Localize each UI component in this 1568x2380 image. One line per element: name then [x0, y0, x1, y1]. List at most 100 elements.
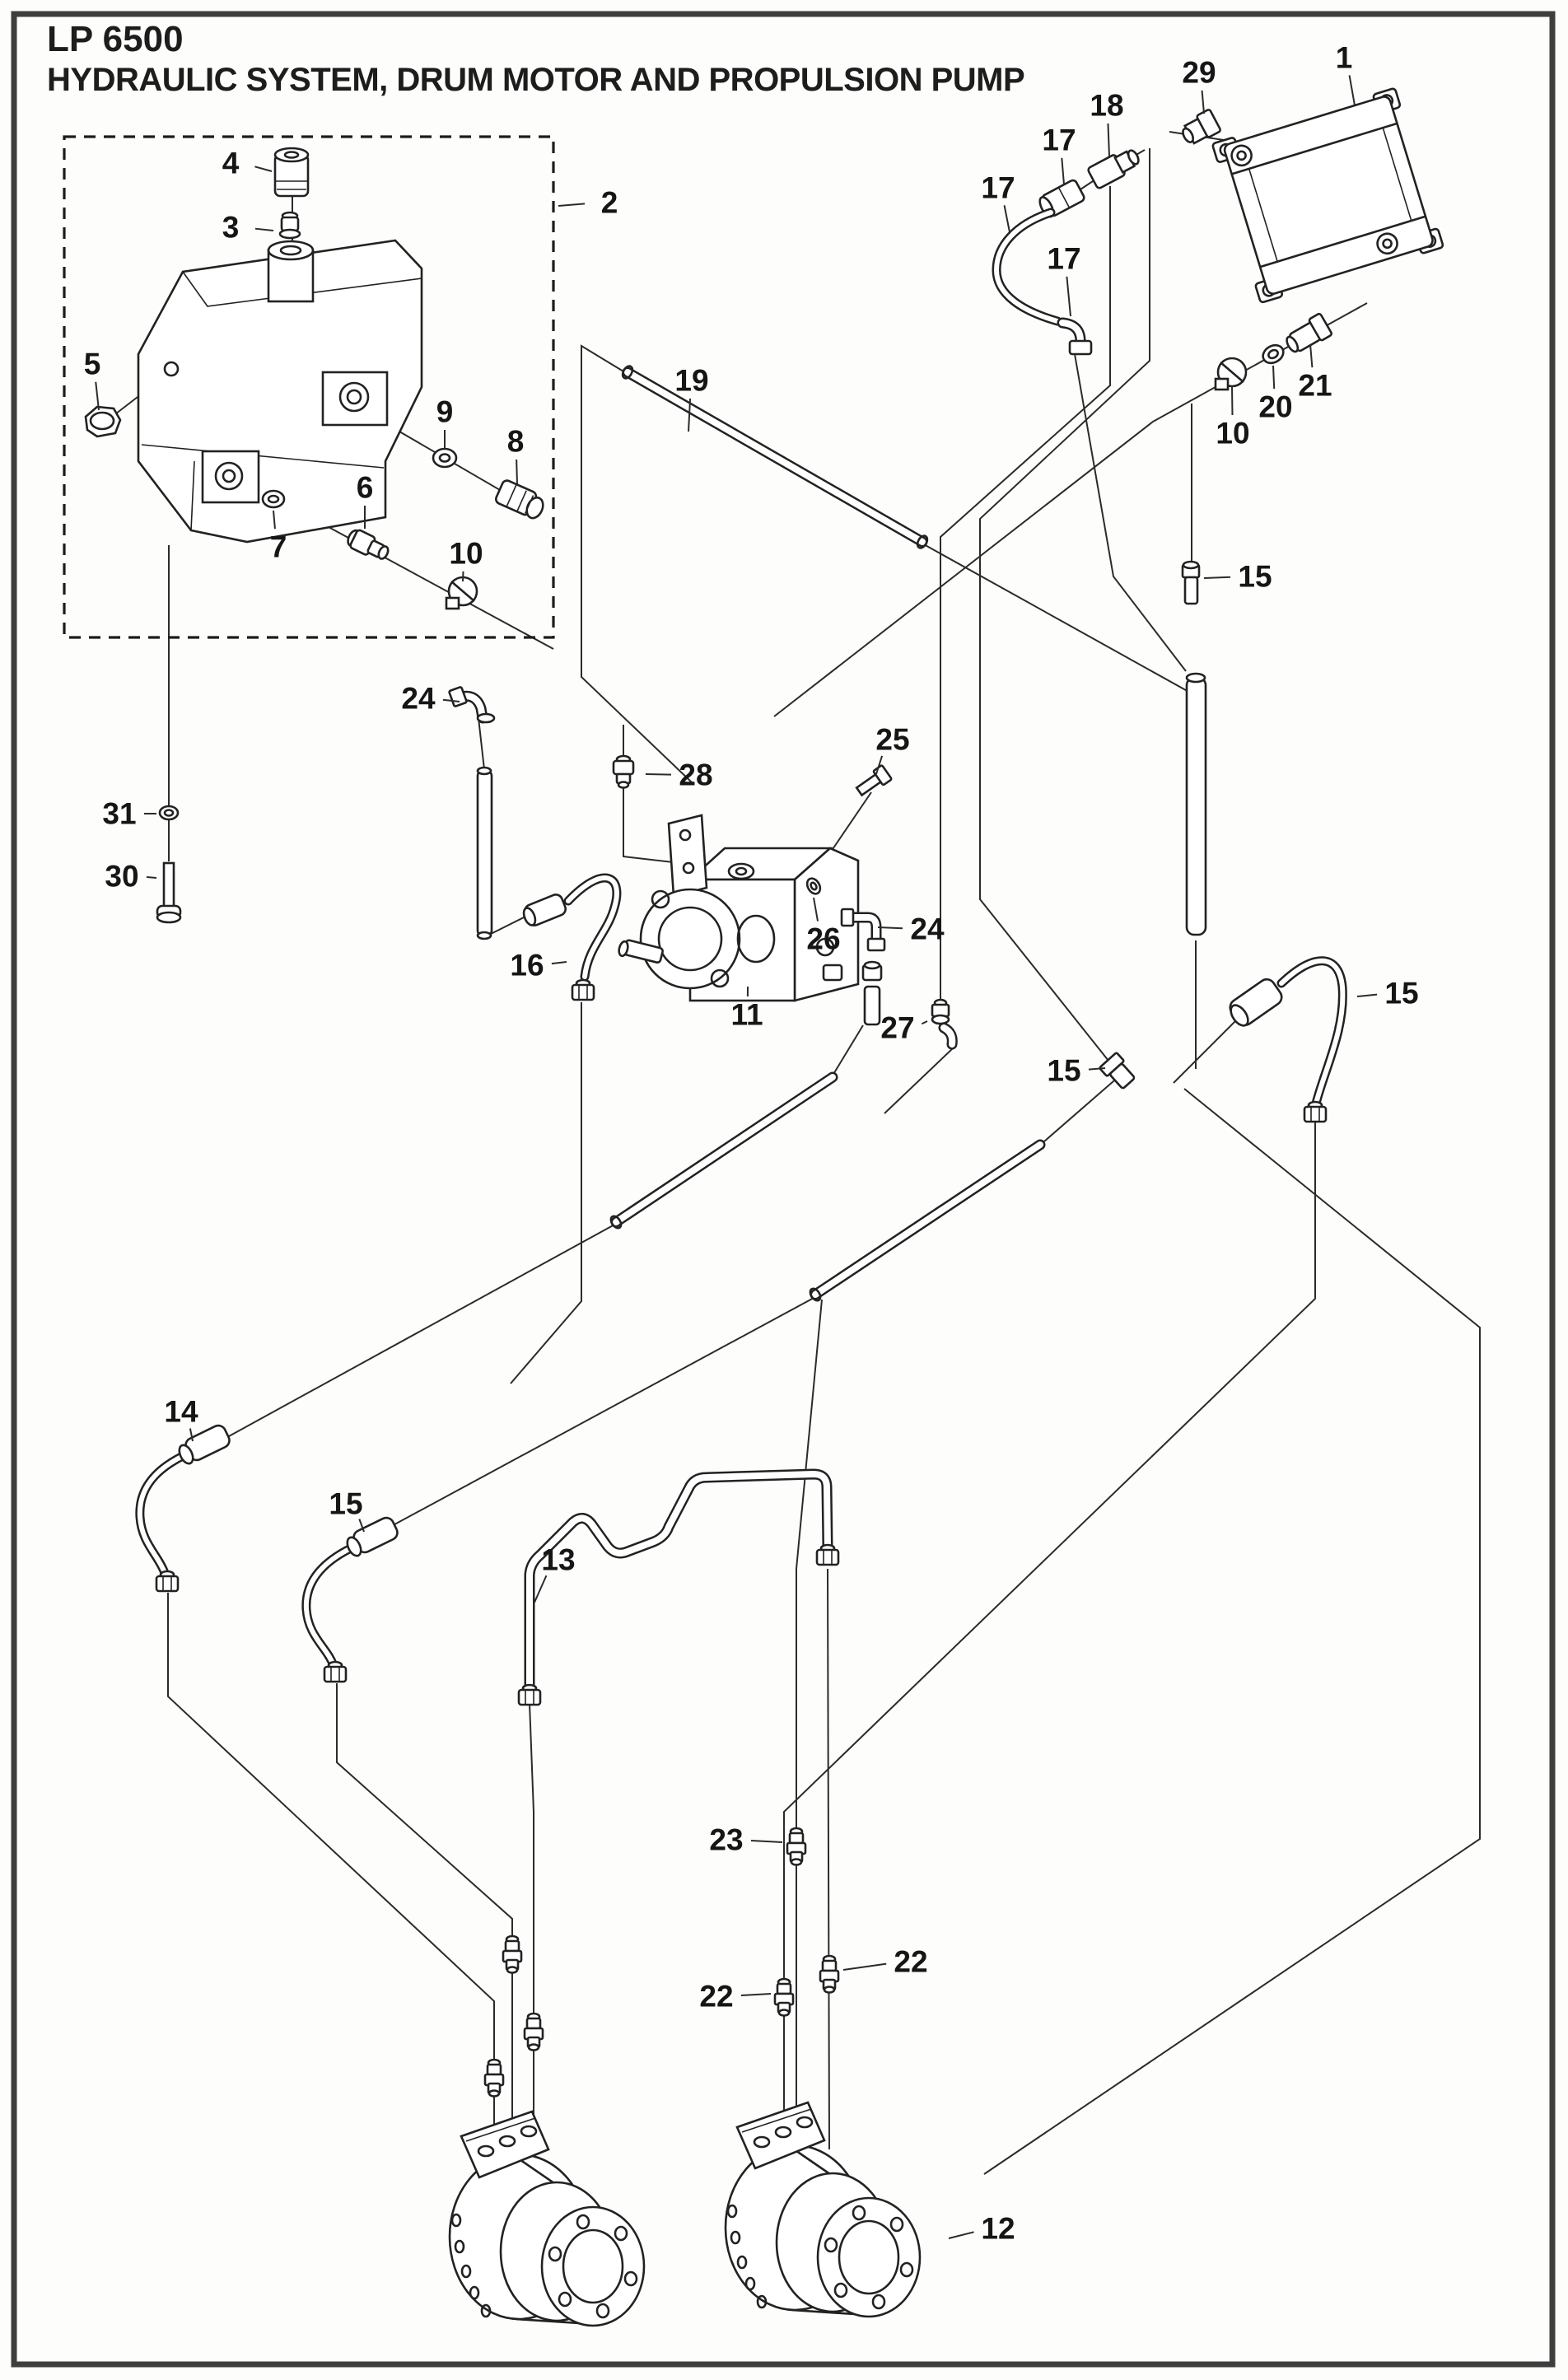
callout-27: 27 [880, 1011, 914, 1045]
washer-20 [1262, 343, 1285, 365]
page-title: HYDRAULIC SYSTEM, DRUM MOTOR AND PROPULS… [47, 62, 1024, 98]
fitting-22-left [773, 1977, 795, 2017]
callout-leader-2 [558, 203, 586, 207]
callout-24: 24 [401, 682, 436, 716]
callout-22: 22 [894, 1945, 927, 1979]
washer-26 [805, 877, 822, 895]
fitting-29 [1182, 109, 1221, 145]
fitting-15-upper [1181, 560, 1201, 605]
coupling-17 [1038, 179, 1085, 218]
callout-15: 15 [1047, 1054, 1080, 1088]
callout-7: 7 [270, 530, 287, 564]
fitting-15-diagonal [1099, 1052, 1136, 1090]
tank-port-upper [321, 371, 389, 427]
callout-leader-20 [1272, 365, 1276, 390]
neck-fitting [278, 211, 301, 240]
callout-leader-15 [1088, 1067, 1106, 1071]
cooler-port-lower [1376, 232, 1398, 255]
hose-15-right [1229, 956, 1347, 1123]
callout-23: 23 [709, 1823, 743, 1857]
callout-20: 20 [1258, 390, 1292, 424]
callout-leader-17 [1061, 157, 1065, 185]
washer-7 [261, 489, 286, 509]
clamp-10-right [1214, 357, 1248, 391]
callout-10: 10 [449, 537, 483, 571]
callout-12: 12 [981, 2212, 1015, 2246]
pump-shaft [618, 939, 664, 964]
hose-14 [135, 1424, 231, 1593]
elbow-24-right [840, 908, 886, 1026]
callout-22: 22 [699, 1980, 733, 2014]
callout-2: 2 [601, 186, 618, 220]
hose-17 [992, 208, 1062, 326]
callout-29: 29 [1182, 56, 1216, 90]
callout-leader-28 [645, 773, 672, 776]
callout-21: 21 [1298, 369, 1332, 403]
callout-13: 13 [541, 1543, 575, 1577]
callout-19: 19 [674, 364, 708, 398]
elbow-17 [1057, 317, 1093, 356]
callout-leader-15 [1203, 576, 1231, 579]
callout-17: 17 [1047, 242, 1080, 276]
callout-9: 9 [436, 395, 454, 429]
callout-leader-26 [813, 897, 819, 922]
callout-leader-16 [551, 961, 567, 965]
fitting-27 [931, 998, 958, 1050]
callout-leader-17 [1066, 276, 1071, 317]
callout-leader-7 [273, 510, 276, 530]
callout-leader-30 [146, 876, 157, 879]
callout-30: 30 [105, 860, 138, 894]
callout-leader-29 [1201, 90, 1205, 114]
callout-leader-23 [750, 1839, 783, 1843]
fitting-inline-1 [502, 1934, 523, 1974]
tube-13 [517, 1468, 840, 1706]
callout-leader-15 [358, 1519, 365, 1533]
drum-motor-right [724, 2101, 922, 2318]
callout-17: 17 [1042, 124, 1076, 157]
callout-31: 31 [102, 797, 136, 831]
callout-leader-15 [1356, 993, 1378, 997]
callout-leader-24 [442, 698, 460, 702]
plug-8 [495, 479, 544, 520]
hydraulic-tank [84, 147, 423, 544]
tank-group-box [63, 135, 555, 639]
callout-leader-25 [875, 755, 884, 775]
callout-15: 15 [1384, 977, 1418, 1010]
callout-8: 8 [507, 425, 525, 459]
callout-leader-21 [1309, 343, 1314, 368]
fitting-inline-3 [483, 2058, 505, 2098]
pump-bracket [667, 814, 708, 898]
callout-18: 18 [1090, 89, 1123, 123]
callout-leader-19 [688, 398, 692, 432]
fitting-23 [786, 1827, 807, 1866]
fitting-18 [1087, 149, 1140, 189]
callout-10: 10 [1216, 417, 1249, 450]
callout-leader-14 [189, 1428, 194, 1442]
gear-pump [618, 814, 860, 1002]
callout-28: 28 [679, 758, 712, 792]
callout-15: 15 [1238, 560, 1272, 594]
callout-15: 15 [329, 1487, 362, 1521]
oil-cooler [1211, 87, 1444, 304]
elbow-24-left [448, 686, 496, 724]
callout-leader-3 [254, 227, 274, 231]
bolt-25 [855, 764, 893, 797]
callout-11: 11 [730, 998, 763, 1032]
callout-leader-27 [921, 1020, 928, 1025]
tube-24 [476, 766, 493, 940]
page-border [11, 11, 1556, 2368]
tube-mid-b [809, 1139, 1046, 1302]
callout-14: 14 [164, 1395, 198, 1429]
breather-cap [273, 147, 310, 198]
callout-16: 16 [510, 949, 544, 982]
callout-26: 26 [806, 922, 840, 956]
hose-15-bottom [301, 1516, 399, 1683]
tank-plug [84, 405, 122, 438]
bolt-30 [156, 861, 182, 924]
callout-6: 6 [357, 471, 374, 505]
callout-leader-13 [533, 1575, 548, 1605]
hose-16 [522, 873, 622, 1001]
callout-labels: 1234567891010111213141515151516171717181… [84, 41, 1419, 2246]
